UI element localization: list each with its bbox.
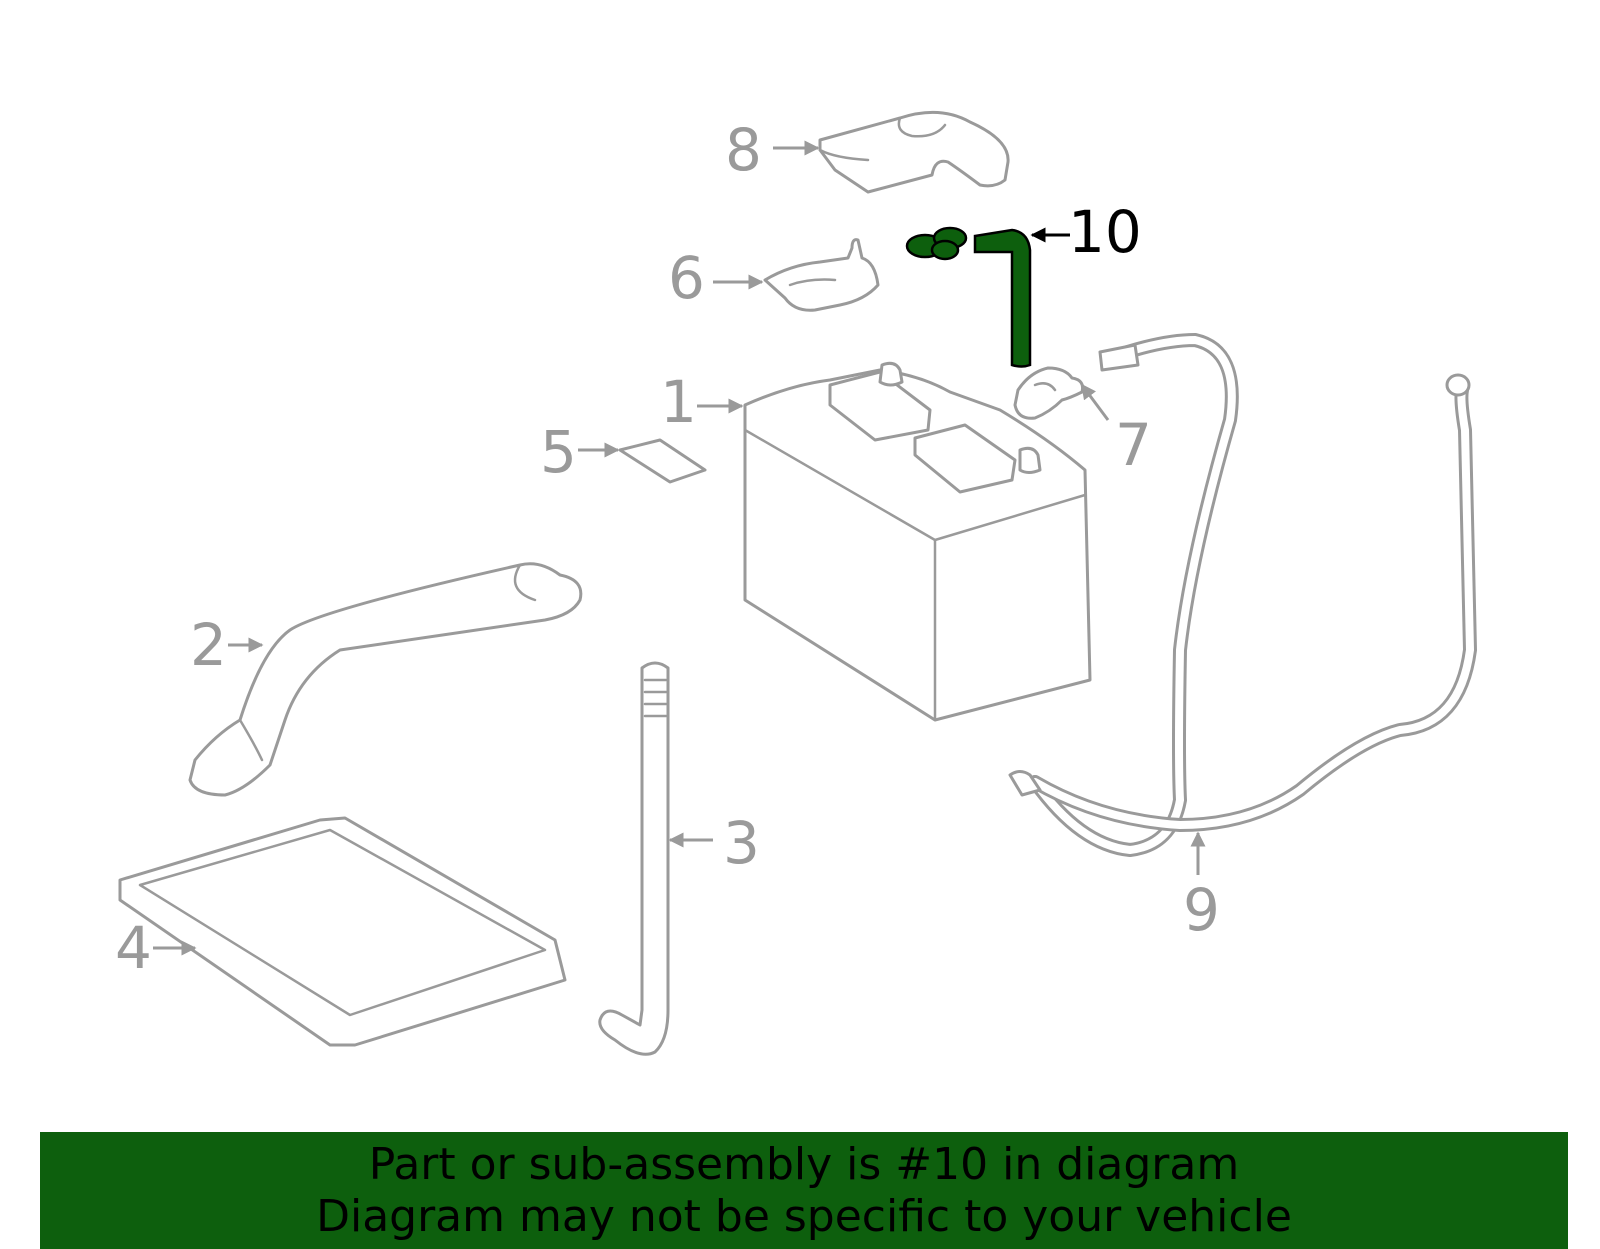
hold-down-bracket-part[interactable] [188,562,583,797]
battery-pad-part[interactable] [618,438,707,484]
terminal-clamp-part[interactable] [763,238,880,312]
callout-10: 10 [1068,198,1142,266]
callout-8: 8 [725,116,762,184]
info-banner: Part or sub-assembly is #10 in diagram D… [40,1132,1568,1249]
terminal-cover-part[interactable] [818,110,1010,194]
callout-5: 5 [540,418,577,486]
callout-6: 6 [668,244,705,312]
banner-line-part-number: Part or sub-assembly is #10 in diagram [368,1138,1240,1190]
battery-cable-part[interactable] [1008,332,1478,858]
callout-1: 1 [660,368,697,436]
highlighted-part-10[interactable] [905,226,1032,368]
callout-2: 2 [190,611,227,679]
callout-9: 9 [1183,876,1220,944]
callout-arrow-7 [1080,383,1110,421]
parts-diagram: 8 6 1 5 2 3 4 7 9 10 [115,110,1478,1056]
battery-tray-part[interactable] [118,816,567,1047]
callout-4: 4 [115,914,152,982]
battery-part[interactable] [743,361,1092,722]
banner-line-disclaimer: Diagram may not be specific to your vehi… [316,1190,1292,1242]
hold-down-rod-part[interactable] [598,661,670,1056]
callout-7: 7 [1115,411,1152,479]
callout-3: 3 [723,809,760,877]
terminal-part[interactable] [1013,366,1084,420]
